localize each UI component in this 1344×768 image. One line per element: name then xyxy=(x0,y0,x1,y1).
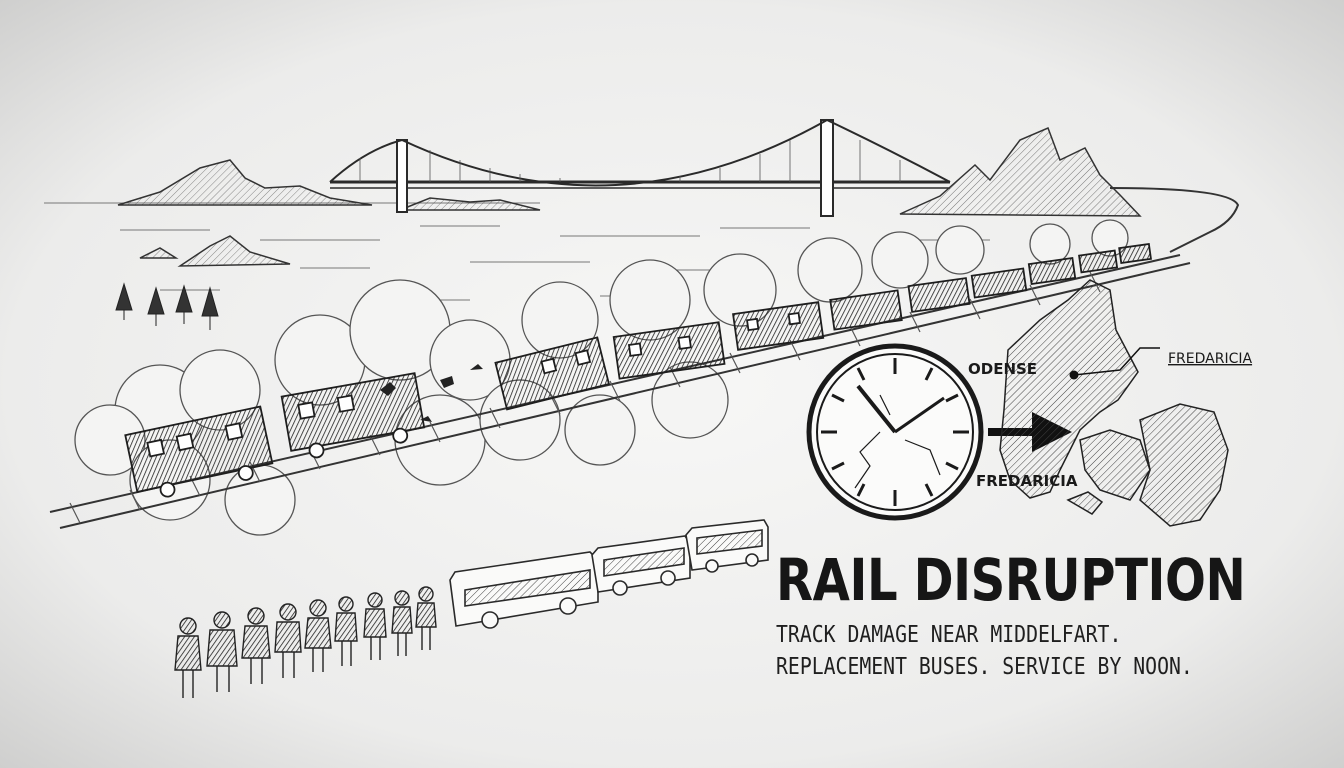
passenger xyxy=(241,607,271,684)
left-islands xyxy=(117,159,541,267)
derailed-train xyxy=(124,242,1152,498)
subline-track-damage: TRACK DAMAGE NEAR MIDDELFART. xyxy=(776,622,1122,648)
train-car xyxy=(1027,257,1077,285)
train-car xyxy=(732,301,825,351)
pine-trees xyxy=(115,282,219,330)
passenger xyxy=(274,603,302,678)
passenger xyxy=(304,599,332,672)
map-label-fredaricia-lower: FREDARICIA xyxy=(976,472,1078,490)
train-car xyxy=(612,321,726,380)
passenger xyxy=(391,590,413,656)
train-car xyxy=(1078,249,1119,274)
debris xyxy=(380,364,483,422)
bus xyxy=(685,519,769,573)
passenger xyxy=(363,592,387,660)
passenger xyxy=(206,611,238,692)
map-label-odense: ODENSE xyxy=(968,360,1037,378)
suspension-bridge xyxy=(329,118,951,217)
cracked-clock-icon xyxy=(806,343,984,521)
subline-replacement-buses: REPLACEMENT BUSES. SERVICE BY NOON. xyxy=(776,654,1193,680)
passenger xyxy=(174,617,202,698)
train-car xyxy=(1118,242,1152,265)
bus xyxy=(591,535,691,596)
bus xyxy=(449,551,599,629)
train-car xyxy=(124,405,274,498)
map-markers xyxy=(1069,347,1160,380)
passenger xyxy=(334,596,358,666)
map-label-fredaricia-upper: FREDARICIA xyxy=(1168,351,1252,367)
train-car xyxy=(907,277,971,313)
causeway xyxy=(1109,187,1240,253)
train-car xyxy=(829,289,903,331)
right-mountains xyxy=(899,127,1142,217)
headline: RAIL DISRUPTION xyxy=(776,546,1246,614)
train-car xyxy=(970,267,1028,299)
train-car xyxy=(494,336,611,411)
waiting-passengers xyxy=(174,586,437,698)
replacement-buses xyxy=(449,519,769,629)
denmark-map xyxy=(999,279,1229,527)
passenger xyxy=(415,586,437,650)
